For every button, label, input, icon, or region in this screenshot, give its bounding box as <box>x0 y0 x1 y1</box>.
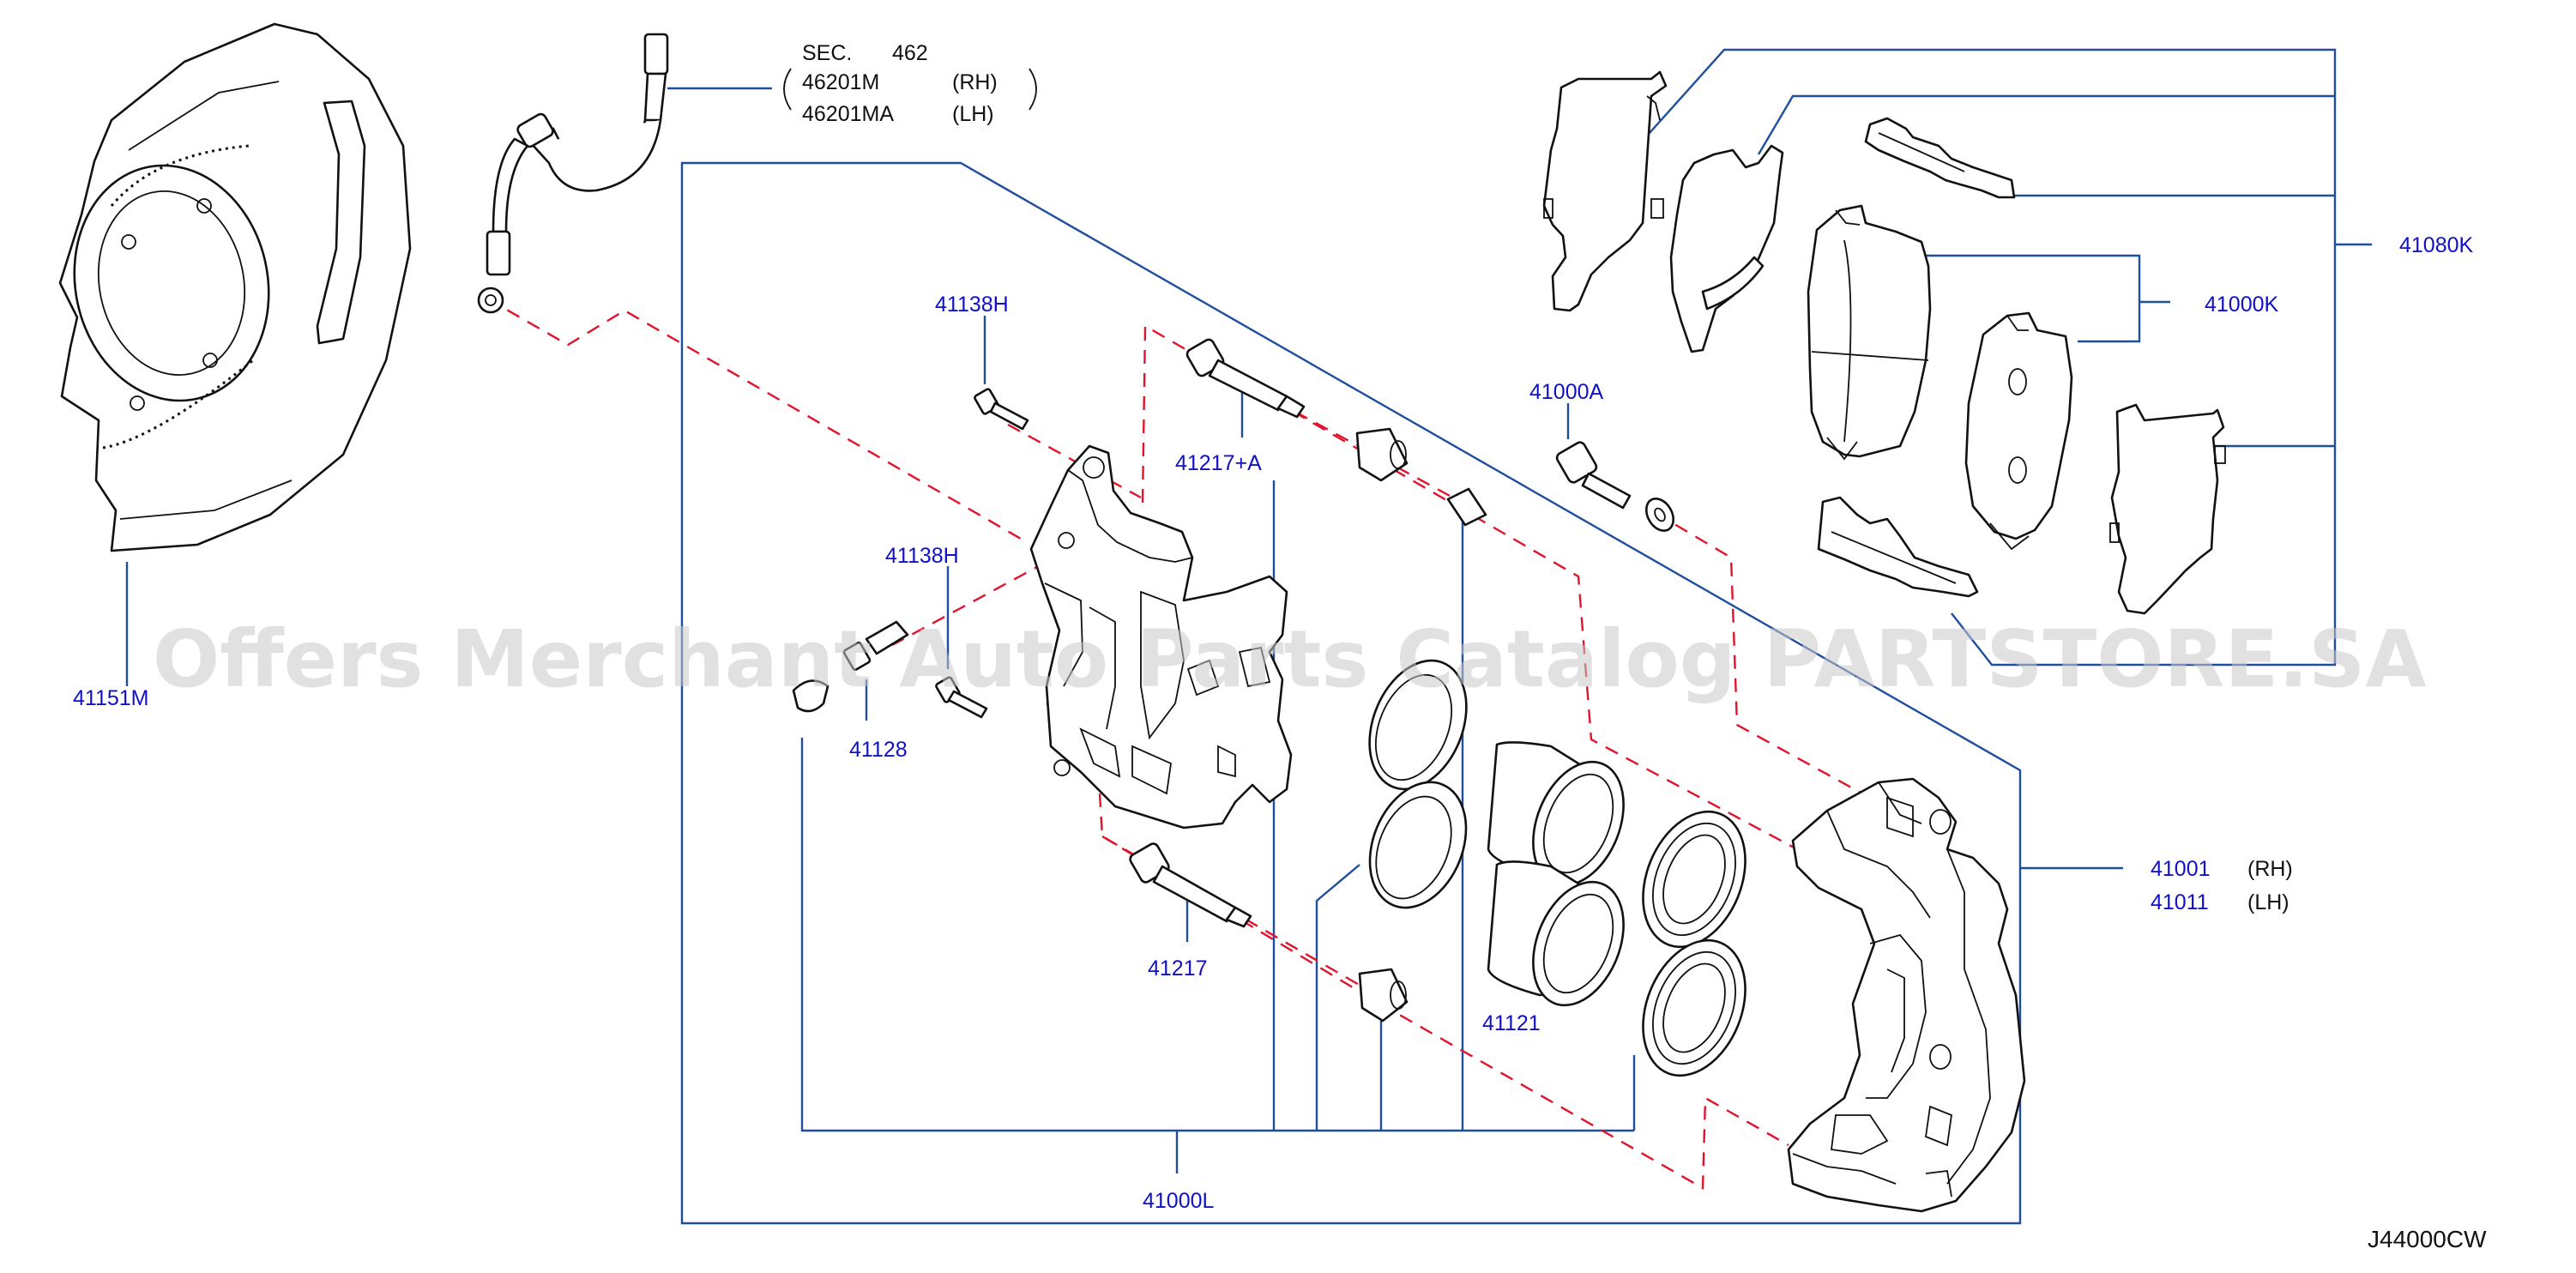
hose-side-rh: (RH) <box>952 70 998 94</box>
label-caliper-lh[interactable]: 41011 <box>2151 890 2209 914</box>
anti-squeal-shim-1[interactable] <box>1542 70 1668 312</box>
brake-hose[interactable] <box>477 33 669 314</box>
bolt-upper[interactable] <box>974 388 1029 431</box>
anti-squeal-shim-3[interactable] <box>2109 403 2226 615</box>
slide-dash <box>1294 410 1451 498</box>
label-caliper-rh-side: (RH) <box>2247 857 2293 881</box>
hose-right-paren <box>1029 68 1037 111</box>
pin-dash <box>1141 323 1798 851</box>
hose-side-lh: (LH) <box>952 102 994 126</box>
label-pad-kit[interactable]: 41000K <box>2205 293 2279 317</box>
hose-reference: SEC. 462 46201M (RH) 46201MA (LH) <box>783 41 1037 126</box>
label-pad-bolt[interactable]: 41000A <box>1529 380 1604 404</box>
anti-squeal-shim-2[interactable] <box>1669 144 1784 353</box>
pin-sleeve[interactable] <box>1446 487 1487 527</box>
piston-boot-upper[interactable] <box>1624 796 1764 962</box>
bleeder-cap[interactable] <box>792 679 830 713</box>
lower-pin-dash <box>1098 793 1378 997</box>
caliper-kit-frame <box>680 161 2022 1225</box>
label-caliper-lh-side: (LH) <box>2247 890 2289 914</box>
label-bolt-upper[interactable]: 41138H <box>935 293 1009 317</box>
label-piston[interactable]: 41121 <box>1482 1011 1541 1035</box>
label-caliper-kit[interactable]: 41000L <box>1143 1189 1215 1213</box>
hose-left-paren <box>783 68 792 111</box>
splash-guard[interactable] <box>53 22 412 552</box>
hose-sec-number: 462 <box>892 41 928 65</box>
bleeder-dash <box>891 560 1047 647</box>
label-caliper-rh[interactable]: 41001 <box>2151 857 2211 881</box>
pad-hardware-bracket <box>1633 48 2372 667</box>
hose-sec-label: SEC. <box>802 41 852 65</box>
piston-seal-upper[interactable] <box>1352 646 1485 804</box>
pin-boot-lower[interactable] <box>1358 968 1409 1023</box>
bleeder-screw[interactable] <box>842 620 909 671</box>
lower-dash <box>1101 835 1789 1191</box>
caliper-body[interactable] <box>1029 444 1293 830</box>
pin-boot-upper[interactable] <box>1355 427 1409 482</box>
sleeve-pin-lower[interactable] <box>1128 842 1252 928</box>
label-sleeve-pin-a[interactable]: 41217+A <box>1175 451 1262 475</box>
brake-pad-outer[interactable] <box>1964 311 2073 551</box>
diagram-code: J44000CW <box>2368 1226 2487 1252</box>
pad-bolt-dash <box>1655 511 1871 799</box>
label-bleeder[interactable]: 41128 <box>849 738 908 762</box>
caliper-assembly[interactable] <box>1787 777 2026 1213</box>
piston-upper[interactable] <box>1487 741 1641 898</box>
upper-bolt-dash <box>1007 423 1142 499</box>
pad-kit-bracket <box>1906 254 2170 343</box>
piston-lower[interactable] <box>1487 860 1641 1018</box>
watermark-text: Offers Merchant Auto Parts Catalog PARTS… <box>153 613 2427 705</box>
piston-seal-lower[interactable] <box>1352 768 1483 922</box>
label-sleeve-pin[interactable]: 41217 <box>1148 956 1208 980</box>
hose-part-lh: 46201MA <box>802 102 894 126</box>
hose-dash <box>486 297 1022 540</box>
hose-part-rh: 46201M <box>802 70 879 94</box>
label-splash-guard[interactable]: 41151M <box>73 686 149 710</box>
leader-lines <box>125 48 2372 1225</box>
label-bolt-lower[interactable]: 41138H <box>885 544 959 568</box>
caliper-assembly-labels: 41001 (RH) 41011 (LH) <box>2151 857 2293 914</box>
piston-boot-lower[interactable] <box>1624 925 1764 1090</box>
bolt-lower[interactable] <box>935 676 988 719</box>
caliper-kit-bracket <box>800 480 1636 1173</box>
sleeve-pin-upper[interactable] <box>1185 338 1306 419</box>
pad-clip-lower[interactable] <box>1817 496 1979 598</box>
pad-bolt[interactable] <box>1555 441 1679 536</box>
pad-clip-upper[interactable] <box>1864 117 2016 199</box>
brake-pad-inner[interactable] <box>1807 204 1932 461</box>
label-pad-hardware-kit[interactable]: 41080K <box>2399 233 2474 257</box>
